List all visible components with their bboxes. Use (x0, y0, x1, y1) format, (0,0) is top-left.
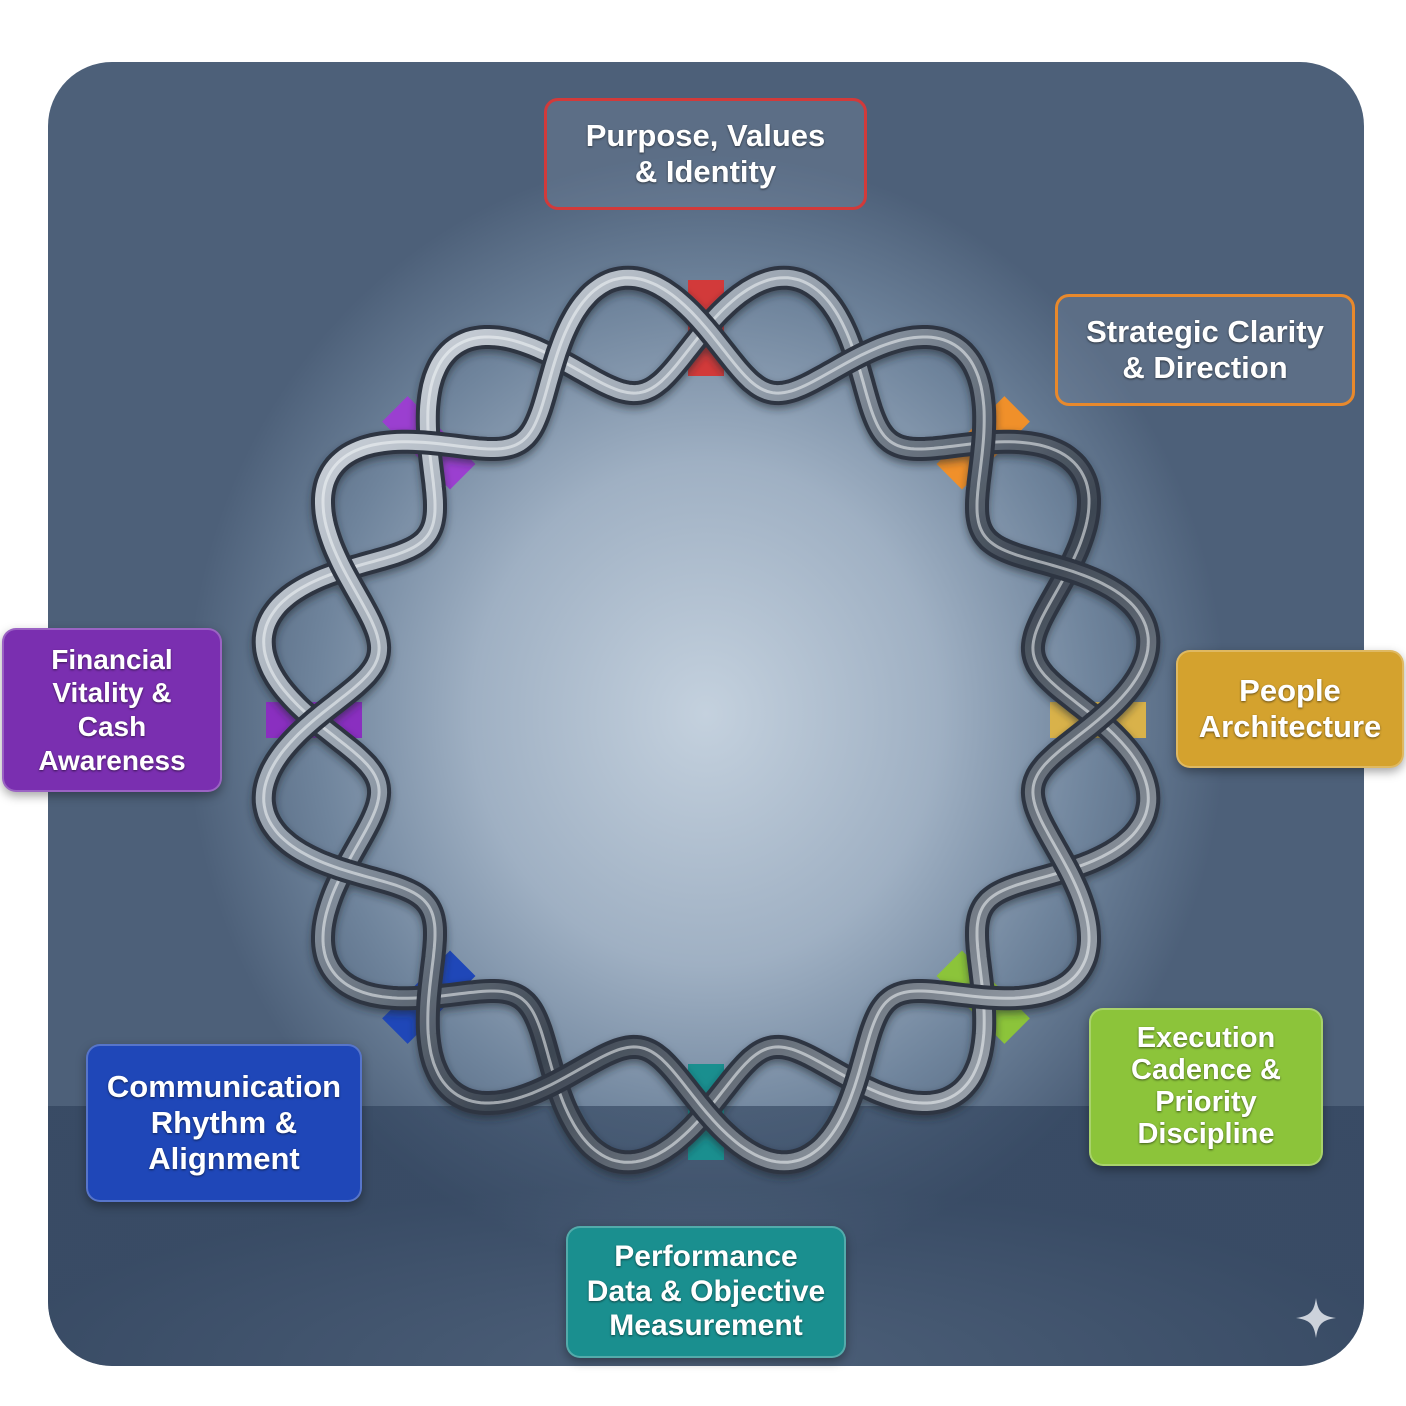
label-execution: Execution Cadence & Priority Discipline (1089, 1008, 1323, 1166)
sparkle-icon (1296, 1298, 1336, 1338)
label-financial: Financial Vitality & Cash Awareness (2, 628, 222, 792)
label-people: People Architecture (1176, 650, 1404, 768)
label-communication: Communication Rhythm & Alignment (86, 1044, 362, 1202)
label-strategy: Strategic Clarity & Direction (1055, 294, 1355, 406)
label-performance: Performance Data & Objective Measurement (566, 1226, 846, 1358)
label-purpose: Purpose, Values & Identity (544, 98, 867, 210)
